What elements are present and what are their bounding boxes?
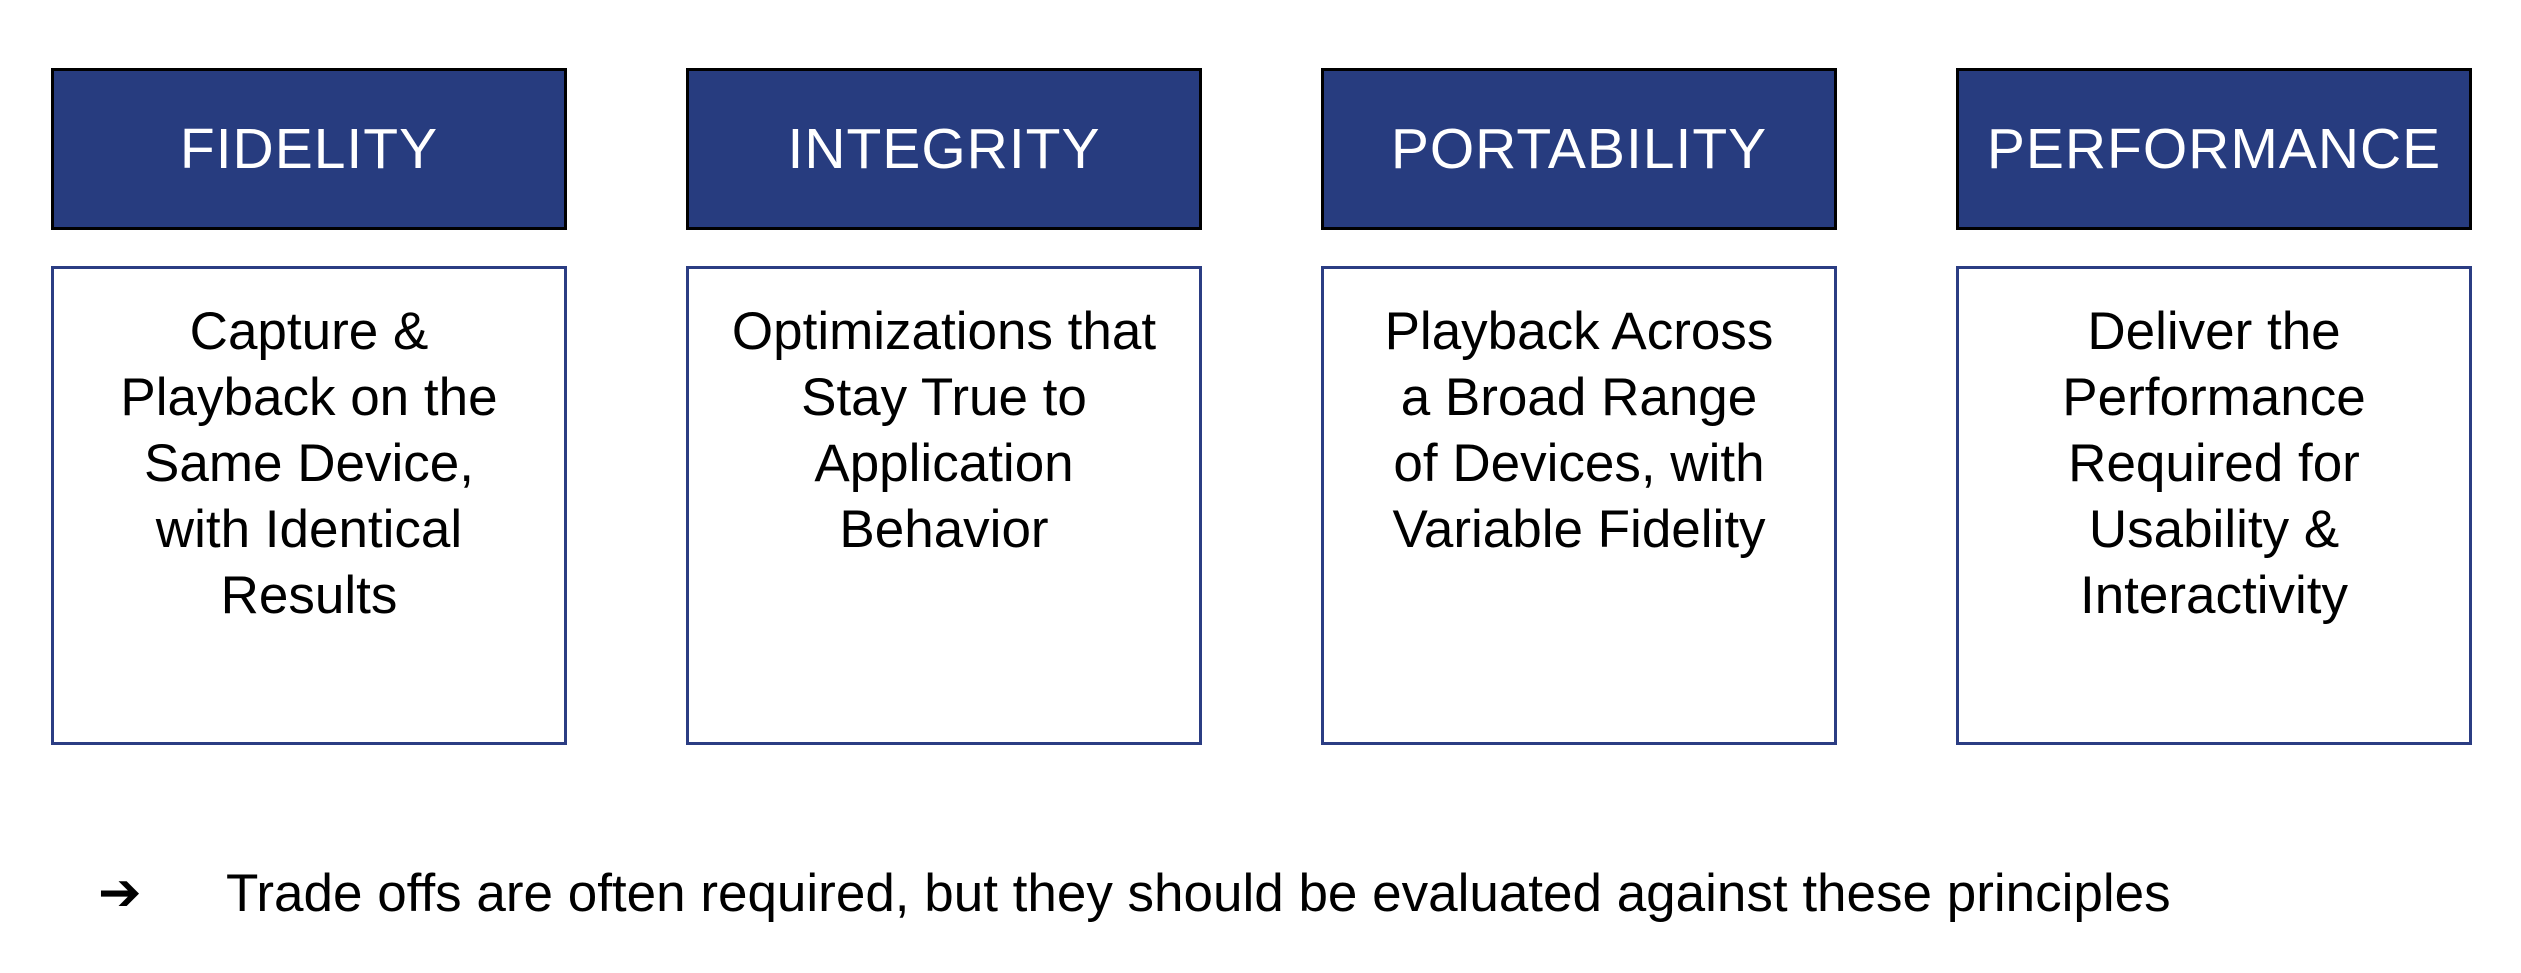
pillar-integrity: INTEGRITY Optimizations that Stay True t… xyxy=(686,68,1202,745)
pillar-description: Optimizations that Stay True to Applicat… xyxy=(686,266,1202,745)
description-line: with Identical xyxy=(155,500,463,559)
right-arrow-icon: ➔ xyxy=(98,863,142,923)
description-line: Variable Fidelity xyxy=(1392,500,1766,559)
description-line: Playback on the xyxy=(120,368,498,427)
description-line: Required for xyxy=(2068,434,2360,493)
description-line: of Devices, with xyxy=(1393,434,1765,493)
pillar-header: FIDELITY xyxy=(51,68,567,230)
description-line: Usability & xyxy=(2088,500,2340,559)
description-line: Behavior xyxy=(839,500,1049,559)
description-line: a Broad Range xyxy=(1400,368,1758,427)
pillar-description: Capture & Playback on the Same Device, w… xyxy=(51,266,567,745)
description-line: Same Device, xyxy=(144,434,474,493)
pillar-portability: PORTABILITY Playback Across a Broad Rang… xyxy=(1321,68,1837,745)
pillar-performance: PERFORMANCE Deliver the Performance Requ… xyxy=(1956,68,2472,745)
description-line: Results xyxy=(220,566,398,625)
description-line: Stay True to xyxy=(801,368,1087,427)
pillar-header: PERFORMANCE xyxy=(1956,68,2472,230)
description-line: Application xyxy=(814,434,1074,493)
description-line: Interactivity xyxy=(2079,566,2349,625)
tradeoff-note: ➔ Trade offs are often required, but the… xyxy=(98,858,2171,928)
pillar-fidelity: FIDELITY Capture & Playback on the Same … xyxy=(51,68,567,745)
pillar-header: INTEGRITY xyxy=(686,68,1202,230)
pillar-header: PORTABILITY xyxy=(1321,68,1837,230)
pillar-description: Playback Across a Broad Range of Devices… xyxy=(1321,266,1837,745)
pillar-description: Deliver the Performance Required for Usa… xyxy=(1956,266,2472,745)
description-line: Performance xyxy=(2062,368,2366,427)
description-line: Capture & xyxy=(189,302,429,361)
description-line: Playback Across xyxy=(1384,302,1774,361)
tradeoff-note-text: Trade offs are often required, but they … xyxy=(226,863,2171,923)
description-line: Optimizations that xyxy=(731,302,1157,361)
description-line: Deliver the xyxy=(2087,302,2341,361)
